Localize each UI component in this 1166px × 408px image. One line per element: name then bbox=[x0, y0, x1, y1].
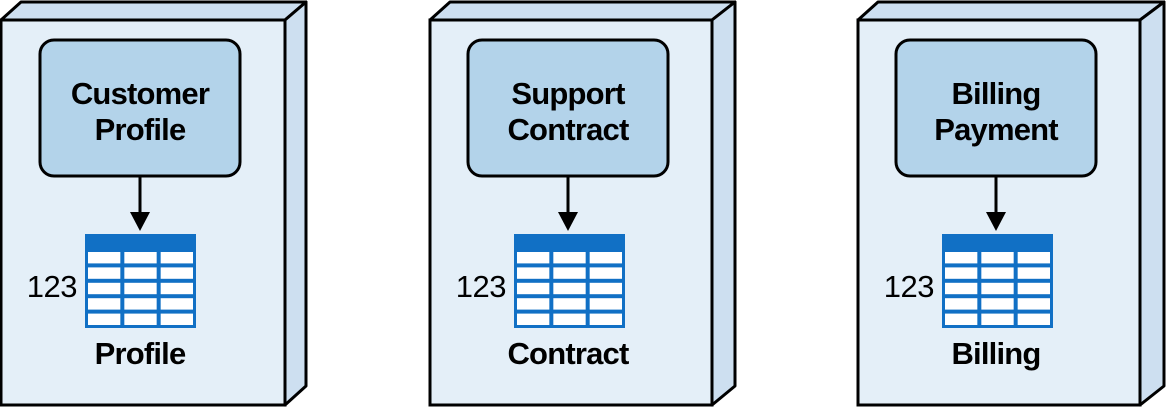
table-cell bbox=[981, 313, 1014, 325]
table-cell bbox=[981, 298, 1014, 310]
data-table-icon bbox=[85, 234, 196, 328]
table-cell bbox=[589, 282, 622, 295]
table-cell bbox=[124, 298, 157, 310]
container-top-face bbox=[856, 0, 1166, 22]
table-cell bbox=[553, 252, 586, 264]
table-cell bbox=[124, 267, 157, 279]
table-cell bbox=[589, 252, 622, 264]
container-side-face bbox=[283, 0, 308, 407]
table-cell bbox=[553, 298, 586, 310]
table-cell bbox=[589, 298, 622, 310]
table-cell bbox=[589, 313, 622, 325]
table-cell bbox=[517, 298, 550, 310]
component-box-line-2: Payment bbox=[934, 112, 1058, 147]
service-container-2: Support Contract 123 Contract bbox=[428, 0, 737, 407]
table-cell bbox=[1017, 282, 1050, 295]
table-name-label: Contract bbox=[507, 336, 629, 371]
table-cell bbox=[88, 298, 121, 310]
data-table-icon bbox=[942, 234, 1053, 328]
table-cell bbox=[160, 252, 193, 264]
container-top-face bbox=[428, 0, 737, 22]
service-container-3: Billing Payment 123 Billing bbox=[856, 0, 1166, 407]
table-frame bbox=[942, 234, 1053, 328]
component-box-line-1: Support bbox=[511, 76, 625, 111]
table-cell bbox=[517, 282, 550, 295]
table-cell bbox=[981, 252, 1014, 264]
table-cell bbox=[88, 313, 121, 325]
table-cell bbox=[981, 267, 1014, 279]
table-name-label: Billing bbox=[951, 336, 1040, 371]
table-cell bbox=[160, 267, 193, 279]
table-cell bbox=[88, 267, 121, 279]
table-row-count-label: 123 bbox=[884, 269, 934, 304]
component-box-line-1: Customer bbox=[71, 76, 210, 111]
table-frame bbox=[514, 234, 625, 328]
table-name-label: Profile bbox=[95, 336, 186, 371]
table-row-count-label: 123 bbox=[27, 269, 77, 304]
table-cell bbox=[1017, 313, 1050, 325]
table-cell bbox=[553, 313, 586, 325]
table-cell bbox=[160, 282, 193, 295]
table-cell bbox=[589, 267, 622, 279]
table-cell bbox=[1017, 298, 1050, 310]
table-cell bbox=[124, 282, 157, 295]
table-cell bbox=[945, 313, 978, 325]
arrow-down-icon bbox=[558, 176, 578, 231]
container-top-face bbox=[0, 0, 308, 22]
service-container-1: Customer Profile 123 Profile bbox=[0, 0, 308, 407]
table-cell bbox=[517, 267, 550, 279]
table-cell bbox=[124, 252, 157, 264]
arrow-down-icon bbox=[130, 176, 150, 231]
container-side-face bbox=[710, 0, 737, 407]
component-box-line-1: Billing bbox=[951, 76, 1040, 111]
table-cell bbox=[945, 298, 978, 310]
container-side-face bbox=[1138, 0, 1166, 407]
table-cell bbox=[553, 282, 586, 295]
table-cell bbox=[1017, 267, 1050, 279]
arrow-head bbox=[986, 212, 1006, 231]
table-cell bbox=[517, 313, 550, 325]
table-cell bbox=[124, 313, 157, 325]
arrow-down-icon bbox=[986, 176, 1006, 231]
table-cell bbox=[160, 313, 193, 325]
table-cell bbox=[553, 267, 586, 279]
table-cell bbox=[160, 298, 193, 310]
table-cell bbox=[945, 267, 978, 279]
table-cell bbox=[517, 252, 550, 264]
table-cell bbox=[88, 252, 121, 264]
table-cell bbox=[88, 282, 121, 295]
table-row-count-label: 123 bbox=[456, 269, 506, 304]
arrow-head bbox=[558, 212, 578, 231]
component-box-line-2: Contract bbox=[507, 112, 629, 147]
table-cell bbox=[981, 282, 1014, 295]
table-frame bbox=[85, 234, 196, 328]
table-cell bbox=[945, 252, 978, 264]
component-box-line-2: Profile bbox=[95, 112, 186, 147]
table-cell bbox=[1017, 252, 1050, 264]
table-cell bbox=[945, 282, 978, 295]
data-table-icon bbox=[514, 234, 625, 328]
arrow-head bbox=[130, 212, 150, 231]
